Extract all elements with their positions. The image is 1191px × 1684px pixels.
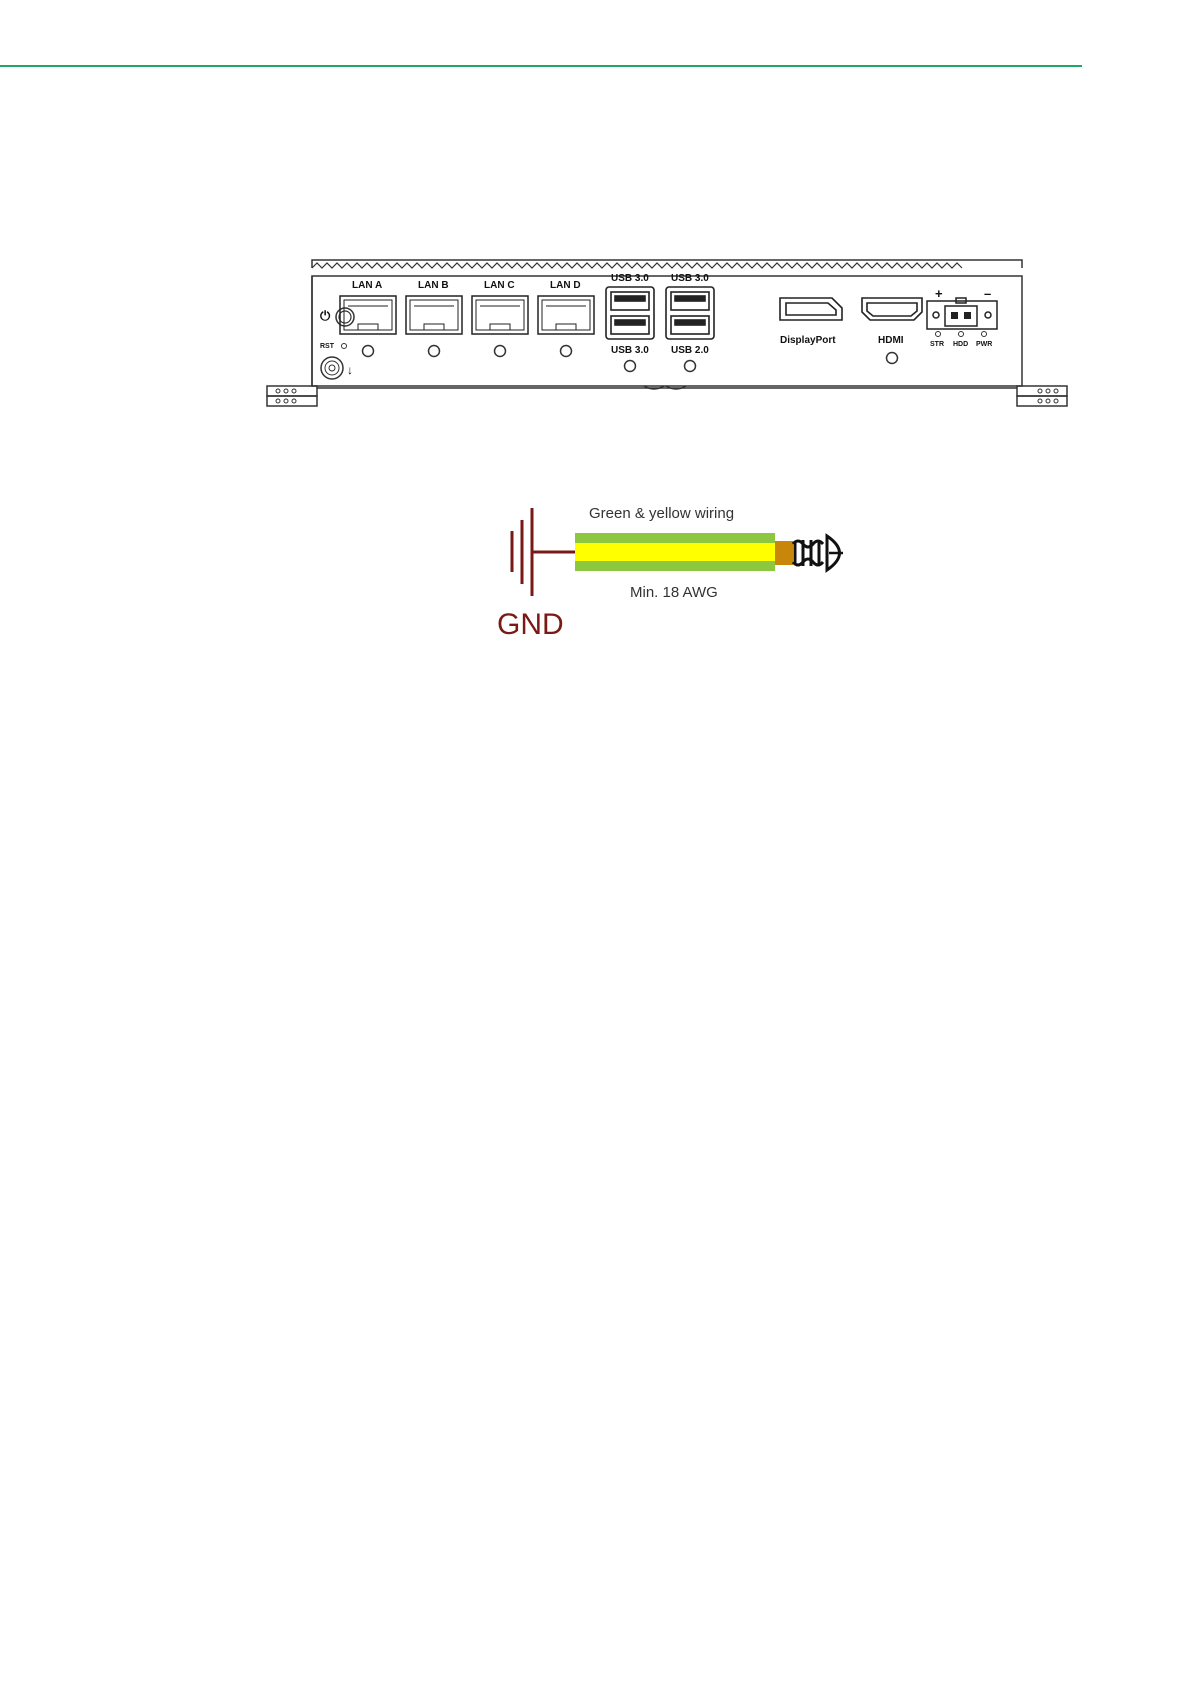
hdmi-label: HDMI [878,335,904,346]
usb-port-stack [666,287,714,339]
gnd-label: GND [497,608,564,641]
usb-led [685,361,696,372]
ground-screw-icon [793,536,843,570]
chassis [312,276,1022,386]
lan-port [472,296,528,334]
displayport-label: DisplayPort [780,335,836,346]
usb-bottom-label: USB 2.0 [671,345,709,356]
header-rule [0,65,1082,67]
ground-arrow-icon: ↓ [347,363,353,377]
displayport [780,298,842,320]
reset-button[interactable] [342,344,347,349]
ground-symbol [512,508,575,596]
lan-label: LAN C [484,280,515,291]
lan-port [340,296,396,334]
lan-led [363,346,374,357]
grounding-figure: GND Green & yellow wiring Min. 18 AWG [487,496,847,651]
led-label-hdd: HDD [953,341,968,348]
dc-power-connector [927,298,997,329]
usb-led [625,361,636,372]
usb-bottom-label: USB 3.0 [611,345,649,356]
heatsink-teeth [312,263,962,268]
wire-label: Green & yellow wiring [589,505,734,522]
led-label-pwr: PWR [976,341,992,348]
power-icon: ⏻ [320,308,331,323]
ground-screw [321,357,343,379]
lan-led [429,346,440,357]
led-label-str: STR [930,341,944,348]
power-minus: – [984,286,991,301]
power-button[interactable]: ⏻ [320,308,354,326]
usb-top-label: USB 3.0 [611,273,649,284]
power-plus: + [935,286,943,301]
lan-port [538,296,594,334]
reset-label: RST [320,343,335,350]
lan-led [561,346,572,357]
lan-led [495,346,506,357]
lan-port [406,296,462,334]
hdmi-port [862,298,922,320]
usb-top-label: USB 3.0 [671,273,709,284]
lan-label: LAN D [550,280,581,291]
lan-label: LAN B [418,280,449,291]
usb-port-stack [606,287,654,339]
gauge-label: Min. 18 AWG [630,584,718,601]
green-yellow-wire [575,533,793,571]
hdmi-led [887,353,898,364]
lan-label: LAN A [352,280,382,291]
